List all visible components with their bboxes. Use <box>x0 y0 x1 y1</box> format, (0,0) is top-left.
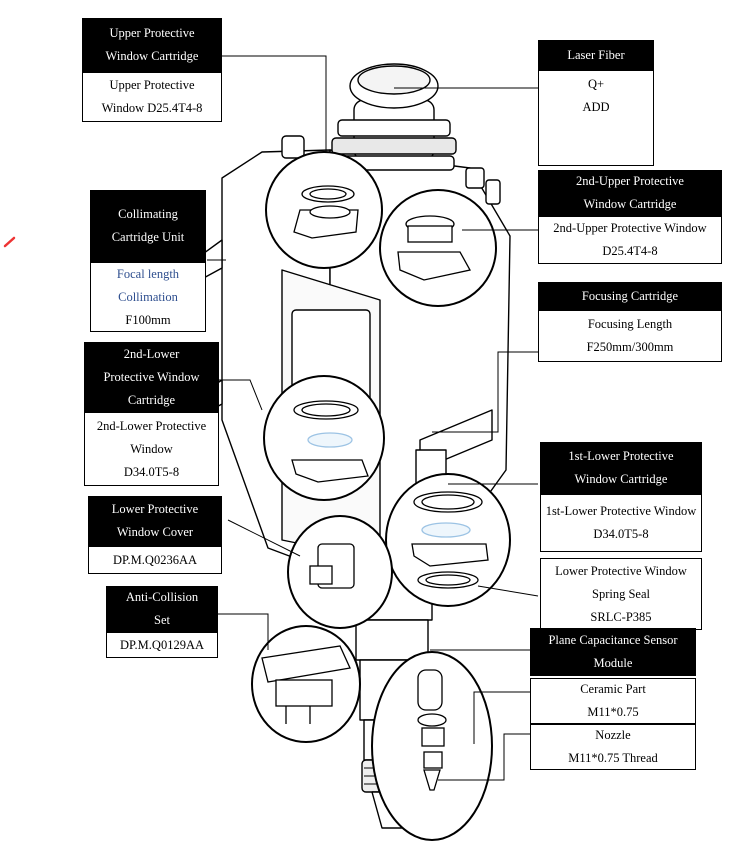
1st-lower-cartridge-body: 1st-Lower Protective Window D34.0T5-8 <box>540 494 702 552</box>
lower-cover-body: DP.M.Q0236AA <box>88 546 222 574</box>
detail-parts <box>261 185 489 791</box>
nozzle-body: Nozzle M11*0.75 Thread <box>530 724 696 770</box>
leader-lines <box>207 55 539 781</box>
laser-fiber-body: Q+ ADD <box>538 70 654 166</box>
laser-fiber-header: Laser Fiber <box>538 40 654 70</box>
upper-cartridge-header: Upper Protective Window Cartridge <box>82 18 222 72</box>
lower-cover-header: Lower Protective Window Cover <box>88 496 222 546</box>
2nd-upper-cartridge-header: 2nd-Upper Protective Window Cartridge <box>538 170 722 216</box>
focusing-header: Focusing Cartridge <box>538 282 722 310</box>
collimating-body: Focal length Collimation F100mm <box>90 262 206 332</box>
upper-cartridge-body: Upper Protective Window D25.4T4-8 <box>82 72 222 122</box>
focusing-body: Focusing Length F250mm/300mm <box>538 310 722 362</box>
spring-seal-body: Lower Protective Window Spring Seal SRLC… <box>540 558 702 630</box>
anti-collision-header: Anti-Collision Set <box>106 586 218 632</box>
detail-circle-2nd-upper-cartridge <box>379 189 497 307</box>
2nd-upper-cartridge-body: 2nd-Upper Protective Window D25.4T4-8 <box>538 216 722 264</box>
red-pen-mark <box>3 236 16 248</box>
collimating-header: Collimating Cartridge Unit <box>90 190 206 262</box>
2nd-lower-cartridge-body: 2nd-Lower Protective Window D34.0T5-8 <box>84 412 219 486</box>
1st-lower-cartridge-header: 1st-Lower Protective Window Cartridge <box>540 442 702 494</box>
anti-collision-body: DP.M.Q0129AA <box>106 632 218 658</box>
2nd-lower-cartridge-header: 2nd-Lower Protective Window Cartridge <box>84 342 219 412</box>
detail-circle-1st-lower-cartridge <box>385 473 511 607</box>
capacitance-header: Plane Capacitance Sensor Module <box>530 628 696 676</box>
ceramic-body: Ceramic Part M11*0.75 <box>530 678 696 724</box>
